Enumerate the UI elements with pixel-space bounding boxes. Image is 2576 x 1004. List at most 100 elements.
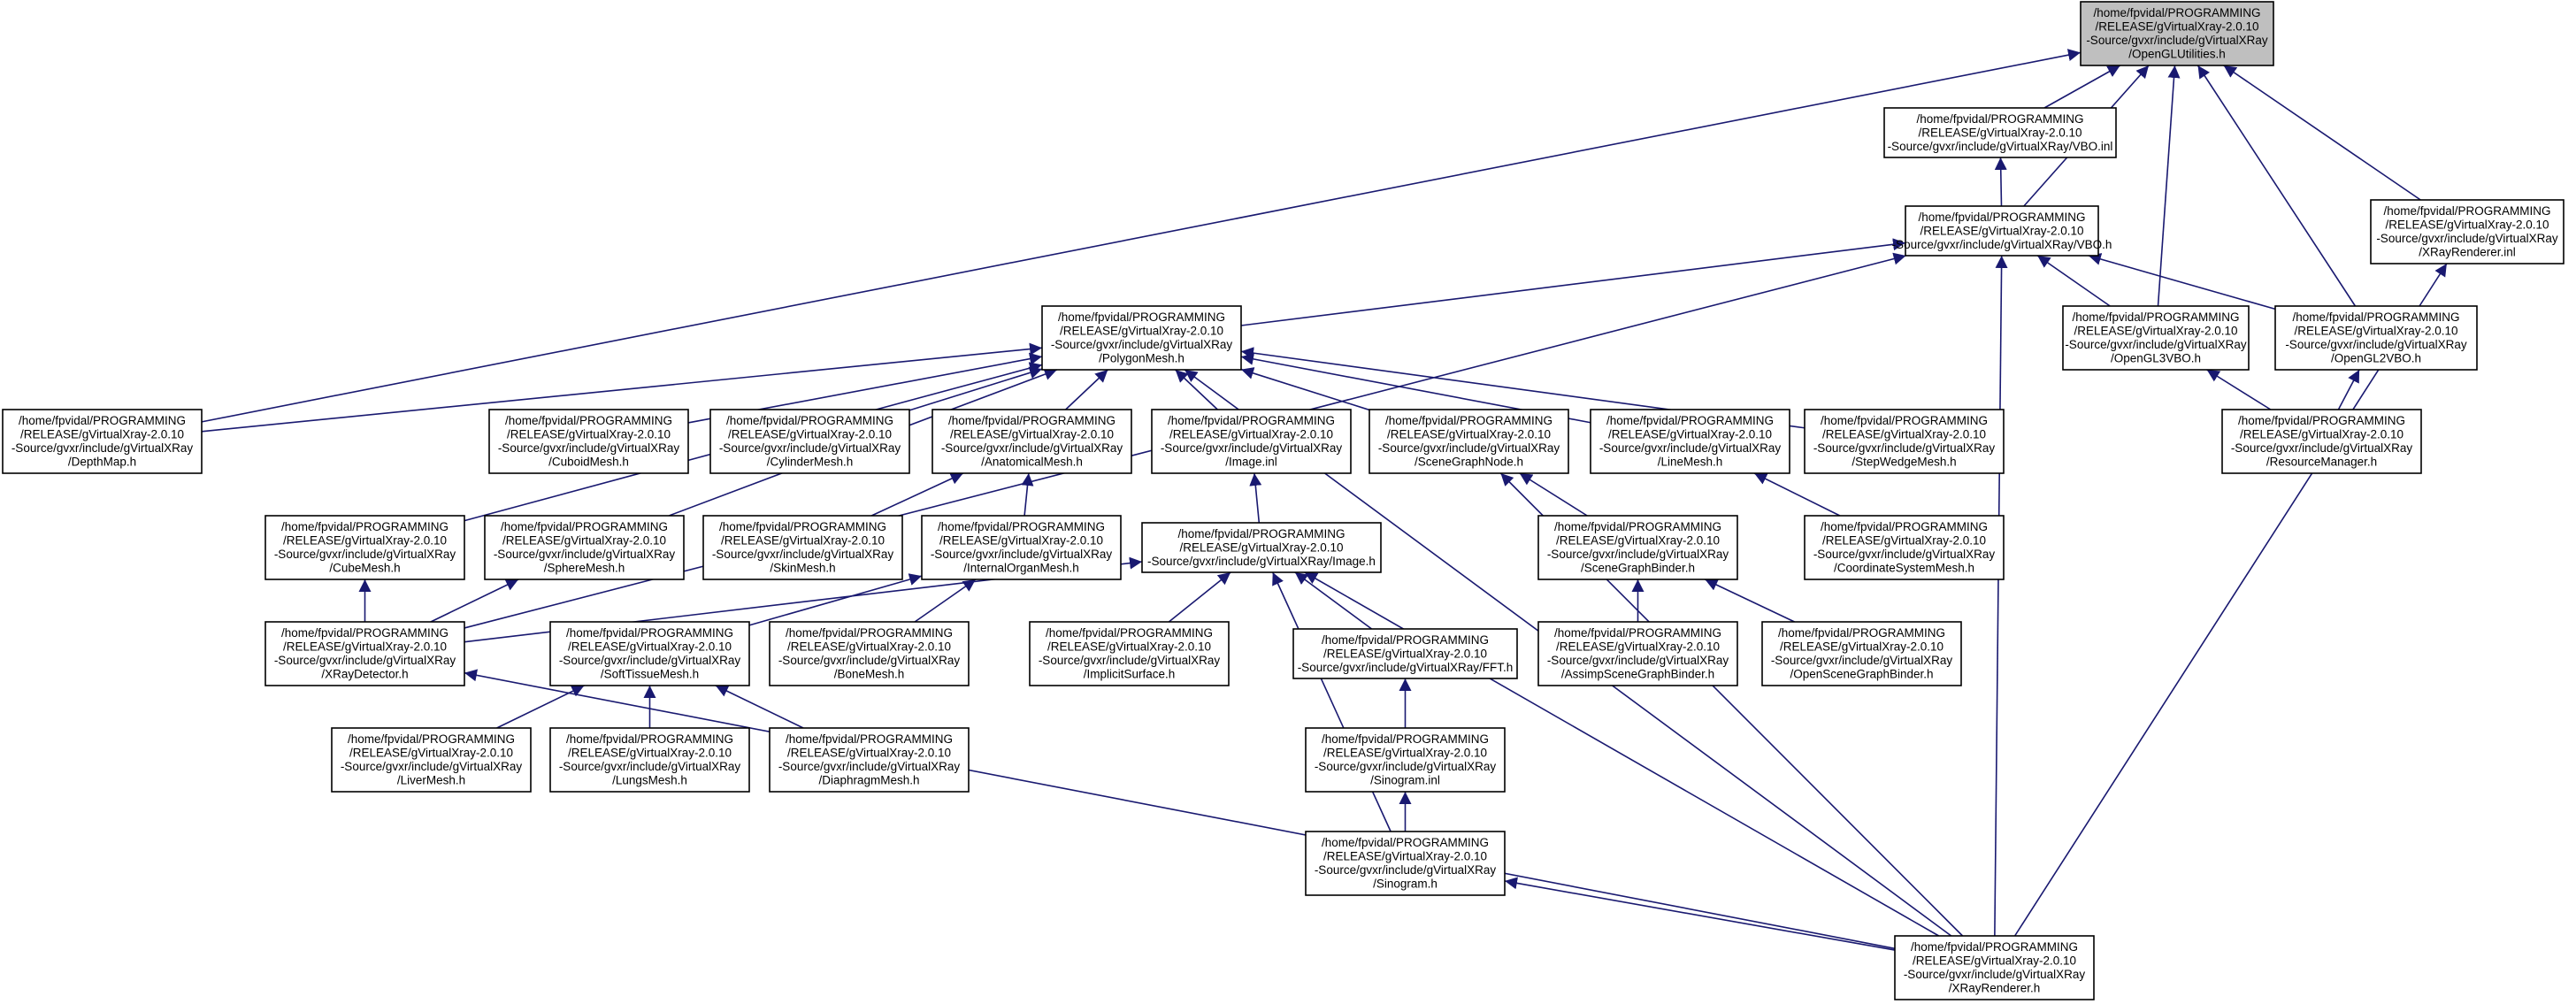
node-label-line: /RELEASE/gVirtualXray-2.0.10 (1060, 325, 1223, 338)
node-box (1905, 205, 2099, 257)
edge-vbo_inl-to-opengl_utilities (2043, 65, 2121, 109)
node-label-line: /home/fpvidal/PROGRAMMING (1821, 520, 1988, 533)
node-cuboidmesh[interactable]: /home/fpvidal/PROGRAMMING/RELEASE/gVirtu… (488, 409, 689, 474)
node-opengl_utilities[interactable]: /home/fpvidal/PROGRAMMING/RELEASE/gVirtu… (2080, 1, 2274, 66)
node-diaphragmmesh[interactable]: /home/fpvidal/PROGRAMMING/RELEASE/gVirtu… (769, 727, 970, 793)
node-box (921, 515, 1122, 580)
node-cubemesh[interactable]: /home/fpvidal/PROGRAMMING/RELEASE/gVirtu… (264, 515, 465, 580)
node-livermesh[interactable]: /home/fpvidal/PROGRAMMING/RELEASE/gVirtu… (331, 727, 532, 793)
node-box (1894, 935, 2095, 1000)
node-label-line: -Source/gvxr/include/gVirtualXRay (274, 548, 456, 561)
node-image_h[interactable]: /home/fpvidal/PROGRAMMING/RELEASE/gVirtu… (1141, 522, 1382, 573)
node-label-line: -Source/gvxr/include/gVirtualXRay (1039, 654, 1221, 667)
node-bonemesh[interactable]: /home/fpvidal/PROGRAMMING/RELEASE/gVirtu… (769, 621, 970, 686)
node-label-line: -Source/gvxr/include/gVirtualXRay (1315, 863, 1497, 877)
node-box (1151, 409, 1352, 474)
node-label-line: -Source/gvxr/include/gVirtualXRay (2285, 338, 2467, 351)
node-label-line: /RELEASE/gVirtualXray-2.0.10 (2240, 428, 2404, 441)
node-label-line: -Source/gvxr/include/gVirtualXRay (1547, 654, 1729, 667)
node-lungsmesh[interactable]: /home/fpvidal/PROGRAMMING/RELEASE/gVirtu… (549, 727, 750, 793)
node-depthmap[interactable]: /home/fpvidal/PROGRAMMING/RELEASE/gVirtu… (2, 409, 203, 474)
node-sinogram_inl[interactable]: /home/fpvidal/PROGRAMMING/RELEASE/gVirtu… (1305, 727, 1506, 793)
node-xraydetector[interactable]: /home/fpvidal/PROGRAMMING/RELEASE/gVirtu… (264, 621, 465, 686)
node-vbo_h[interactable]: /home/fpvidal/PROGRAMMING/RELEASE/gVirtu… (1892, 205, 2112, 257)
node-xrayrenderer_h[interactable]: /home/fpvidal/PROGRAMMING/RELEASE/gVirtu… (1894, 935, 2095, 1000)
edge-image_inl-to-polygonmesh (1175, 369, 1218, 410)
node-cylindermesh[interactable]: /home/fpvidal/PROGRAMMING/RELEASE/gVirtu… (709, 409, 910, 474)
node-label-line: /LineMesh.h (1658, 456, 1723, 469)
node-label-line: /home/fpvidal/PROGRAMMING (1916, 112, 2083, 126)
node-label-line: -Source/gvxr/include/gVirtualXRay (719, 441, 901, 455)
node-label-line: /OpenSceneGraphBinder.h (1790, 668, 1933, 681)
node-label-line: /LungsMesh.h (612, 774, 687, 787)
node-resourcemanager[interactable]: /home/fpvidal/PROGRAMMING/RELEASE/gVirtu… (2221, 409, 2422, 474)
edge-opengl3vbo-to-vbo_h (2036, 255, 2111, 307)
node-box (2062, 305, 2250, 371)
edge-fft-to-image_h (1294, 571, 1373, 630)
node-coordinatesystemmesh[interactable]: /home/fpvidal/PROGRAMMING/RELEASE/gVirtu… (1804, 515, 2005, 580)
node-label-line: /SoftTissueMesh.h (601, 668, 699, 681)
edge-xraydetector-to-spheremesh (430, 579, 519, 623)
edge-image_h-to-image_inl (1249, 472, 1262, 524)
node-label-line: /home/fpvidal/PROGRAMMING (1606, 414, 1774, 427)
node-internalorganmesh[interactable]: /home/fpvidal/PROGRAMMING/RELEASE/gVirtu… (921, 515, 1122, 580)
node-xrayrenderer_inl[interactable]: /home/fpvidal/PROGRAMMING/RELEASE/gVirtu… (2370, 199, 2564, 264)
node-label-line: /home/fpvidal/PROGRAMMING (19, 414, 186, 427)
node-scenegraphnode[interactable]: /home/fpvidal/PROGRAMMING/RELEASE/gVirtu… (1368, 409, 1569, 474)
node-label-line: /AnatomicalMesh.h (981, 456, 1083, 469)
node-label-line: /RELEASE/gVirtualXray-2.0.10 (1918, 126, 2082, 139)
node-label-line: /RELEASE/gVirtualXray-2.0.10 (1920, 224, 2083, 237)
node-box (2080, 1, 2274, 66)
node-label-line: /RELEASE/gVirtualXray-2.0.10 (20, 428, 184, 441)
node-label-line: /home/fpvidal/PROGRAMMING (938, 520, 1105, 533)
node-label-line: /home/fpvidal/PROGRAMMING (348, 732, 515, 746)
node-image_inl[interactable]: /home/fpvidal/PROGRAMMING/RELEASE/gVirtu… (1151, 409, 1352, 474)
node-label-line: /home/fpvidal/PROGRAMMING (1911, 940, 2078, 954)
node-polygonmesh[interactable]: /home/fpvidal/PROGRAMMING/RELEASE/gVirtu… (1041, 305, 1242, 371)
node-label-line: /RELEASE/gVirtualXray-2.0.10 (1047, 640, 1211, 654)
node-label-line: /SphereMesh.h (544, 562, 625, 575)
node-box (1804, 515, 2005, 580)
node-assimpscenegraphbinder[interactable]: /home/fpvidal/PROGRAMMING/RELEASE/gVirtu… (1537, 621, 1738, 686)
edge-coordinatesystemmesh-to-linemesh (1753, 472, 1841, 517)
node-box (1305, 831, 1506, 896)
edge-layer (201, 49, 2448, 951)
node-softtissuemesh[interactable]: /home/fpvidal/PROGRAMMING/RELEASE/gVirtu… (549, 621, 750, 686)
node-linemesh[interactable]: /home/fpvidal/PROGRAMMING/RELEASE/gVirtu… (1590, 409, 1790, 474)
node-spheremesh[interactable]: /home/fpvidal/PROGRAMMING/RELEASE/gVirtu… (484, 515, 685, 580)
node-sinogram_h[interactable]: /home/fpvidal/PROGRAMMING/RELEASE/gVirtu… (1305, 831, 1506, 896)
node-label-line: -Source/gvxr/include/gVirtualXRay (778, 760, 961, 773)
edge-xrayrenderer_h-to-xraydetector (464, 669, 1896, 950)
node-vbo_inl[interactable]: /home/fpvidal/PROGRAMMING/RELEASE/gVirtu… (1883, 107, 2117, 158)
node-skinmesh[interactable]: /home/fpvidal/PROGRAMMING/RELEASE/gVirtu… (702, 515, 903, 580)
node-label-line: -Source/gvxr/include/gVirtualXRay (12, 441, 194, 455)
node-opengl3vbo[interactable]: /home/fpvidal/PROGRAMMING/RELEASE/gVirtu… (2062, 305, 2250, 371)
node-label-line: /RELEASE/gVirtualXray-2.0.10 (1913, 954, 2076, 968)
node-label-line: /home/fpvidal/PROGRAMMING (786, 732, 953, 746)
node-anatomicalmesh[interactable]: /home/fpvidal/PROGRAMMING/RELEASE/gVirtu… (932, 409, 1132, 474)
node-label-line: /home/fpvidal/PROGRAMMING (281, 626, 448, 640)
node-label-line: /RELEASE/gVirtualXray-2.0.10 (1822, 428, 1986, 441)
node-opengl2vbo[interactable]: /home/fpvidal/PROGRAMMING/RELEASE/gVirtu… (2274, 305, 2478, 371)
node-openscenegraphbinder[interactable]: /home/fpvidal/PROGRAMMING/RELEASE/gVirtu… (1761, 621, 1962, 686)
node-label-line: /home/fpvidal/PROGRAMMING (1918, 211, 2085, 224)
node-label-line: /home/fpvidal/PROGRAMMING (1322, 732, 1489, 746)
node-scenegraphbinder[interactable]: /home/fpvidal/PROGRAMMING/RELEASE/gVirtu… (1537, 515, 1738, 580)
node-implicitsurface[interactable]: /home/fpvidal/PROGRAMMING/RELEASE/gVirtu… (1029, 621, 1230, 686)
node-label-line: /DepthMap.h (68, 456, 136, 469)
node-label-line: /AssimpSceneGraphBinder.h (1561, 668, 1714, 681)
node-box (769, 727, 970, 793)
node-label-line: /home/fpvidal/PROGRAMMING (948, 414, 1116, 427)
node-label-line: -Source/gvxr/include/gVirtualXRay (2231, 441, 2413, 455)
node-stepwedgemesh[interactable]: /home/fpvidal/PROGRAMMING/RELEASE/gVirtu… (1804, 409, 2005, 474)
node-label-line: /RELEASE/gVirtualXray-2.0.10 (787, 640, 951, 654)
node-label-line: -Source/gvxr/include/gVirtualXRay (494, 548, 676, 561)
node-box (331, 727, 532, 793)
node-label-line: /OpenGLUtilities.h (2128, 48, 2226, 61)
edge-scenegraphbinder-to-scenegraphnode (1519, 472, 1588, 517)
node-label-line: -Source/gvxr/include/gVirtualXRay (274, 654, 456, 667)
node-box (264, 621, 465, 686)
node-fft[interactable]: /home/fpvidal/PROGRAMMING/RELEASE/gVirtu… (1292, 628, 1518, 679)
node-label-line: /home/fpvidal/PROGRAMMING (786, 626, 953, 640)
